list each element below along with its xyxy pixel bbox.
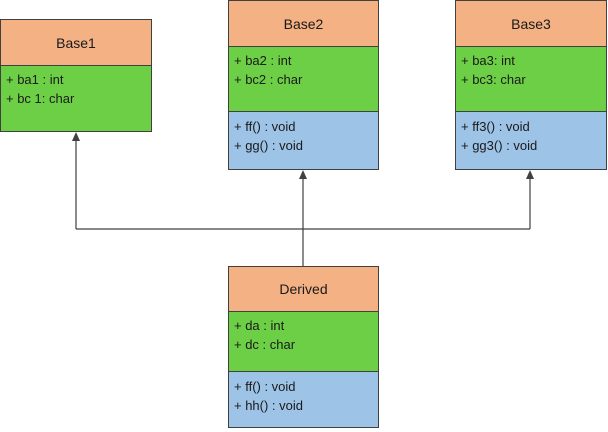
attributes-section: + ba1 : int + bc 1: char [1,65,151,131]
class-base2: Base2 + ba2 : int + bc2 : char + ff() : … [228,0,379,170]
class-name: Base2 [229,1,378,46]
attribute: + ba1 : int [6,72,64,87]
operation: + hh() : void [234,398,304,413]
arrowhead-base1 [72,132,80,141]
operations-section: + ff3() : void + gg3() : void [456,111,606,169]
attribute: + ba2 : int [234,53,292,68]
class-name: Derived [229,267,378,311]
operation: + ff() : void [234,379,296,394]
operation: + ff3() : void [461,119,530,134]
attribute: + bc3: char [461,72,526,87]
class-name: Base3 [456,1,606,46]
attribute: + bc 1: char [6,91,75,106]
attributes-section: + da : int + dc : char [229,311,378,371]
operation: + gg3() : void [461,138,538,153]
class-derived: Derived + da : int + dc : char + ff() : … [228,266,379,428]
operation: + gg() : void [234,138,304,153]
attribute: + dc : char [234,337,296,352]
arrowhead-base3 [526,170,534,179]
operations-section: + ff() : void + hh() : void [229,371,378,427]
attribute: + ba3: int [461,53,515,68]
class-base3: Base3 + ba3: int + bc3: char + ff3() : v… [455,0,607,170]
arrowhead-base2 [299,170,307,179]
class-name: Base1 [1,20,151,65]
attributes-section: + ba2 : int + bc2 : char [229,46,378,111]
attribute: + da : int [234,318,285,333]
operations-section: + ff() : void + gg() : void [229,111,378,169]
attributes-section: + ba3: int + bc3: char [456,46,606,111]
attribute: + bc2 : char [234,72,303,87]
operation: + ff() : void [234,119,296,134]
class-base1: Base1 + ba1 : int + bc 1: char [0,19,152,132]
